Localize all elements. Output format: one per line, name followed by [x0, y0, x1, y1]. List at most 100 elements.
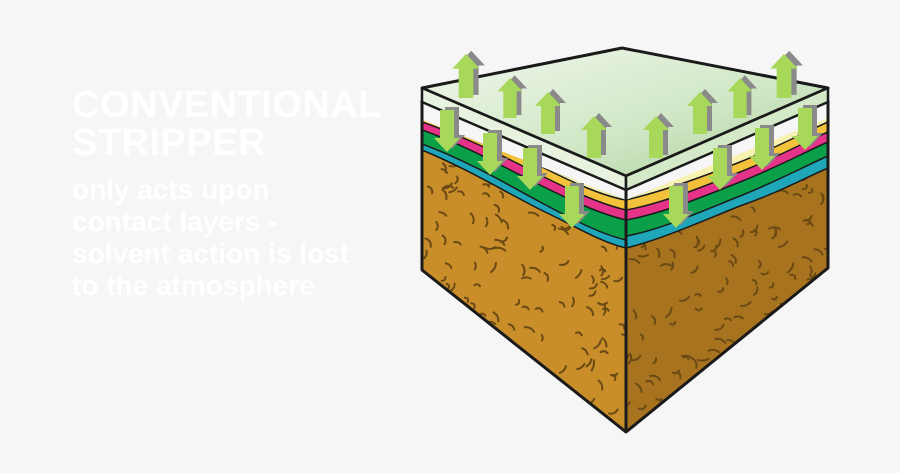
soil-speckle [669, 321, 677, 326]
soil-speckle [436, 367, 446, 372]
soil-speckle [783, 414, 790, 422]
arrow-body [535, 92, 561, 134]
soil-speckle [478, 417, 483, 426]
soil-speckle [497, 341, 505, 348]
soil-speckle [771, 295, 778, 301]
soil-speckle [750, 382, 762, 387]
arrow-body [687, 92, 713, 134]
soil-speckle [440, 275, 447, 282]
soil-speckle [441, 188, 448, 201]
soil-speckle [534, 307, 544, 313]
arrow-down-icon [663, 183, 694, 228]
arrow-body [770, 53, 798, 98]
soil-speckle [674, 422, 685, 430]
arrow-body [643, 116, 669, 158]
soil-speckle [653, 423, 661, 432]
soil-speckle [730, 215, 742, 222]
soil-speckle [599, 280, 609, 289]
arrows-group [434, 50, 823, 228]
soil-speckle [789, 416, 795, 424]
arrow-body [663, 186, 689, 228]
soil-speckle [585, 358, 593, 368]
soil-speckle [598, 268, 607, 273]
soil-speckle [728, 260, 734, 268]
soil-speckle [802, 399, 815, 403]
soil-speckle [627, 352, 633, 364]
soil-speckle [519, 402, 526, 412]
soil-speckle [717, 287, 725, 293]
soil-speckle [556, 405, 565, 411]
soil-speckle [639, 333, 645, 341]
soil-speckle [543, 272, 550, 282]
soil-speckle [440, 168, 449, 174]
arrow-down-icon [434, 107, 465, 152]
soil-speckle [581, 347, 589, 356]
soil-speckle [473, 261, 477, 271]
soil-speckle [478, 367, 483, 375]
soil-speckle [750, 206, 756, 213]
arrow-up-icon [687, 89, 718, 134]
soil-speckle [608, 408, 619, 415]
soil-speckle [672, 424, 681, 428]
soil-speckle [730, 254, 737, 264]
soil-speckle [714, 337, 727, 344]
soil-speckle [444, 352, 452, 358]
soil-speckle [786, 262, 795, 274]
soil-speckle [757, 260, 762, 269]
soil-speckle [822, 311, 828, 320]
soil-speckle [714, 323, 725, 331]
soil-speckle [814, 309, 821, 320]
soil-speckle [733, 315, 744, 320]
soil-speckle [768, 282, 775, 289]
soil-speckle [593, 339, 602, 350]
arrow-body [434, 110, 460, 152]
soil-speckle [670, 261, 675, 271]
soil-speckle [590, 275, 595, 284]
soil-speckle [514, 298, 521, 306]
soil-speckle [558, 365, 568, 374]
soil-speckle [725, 277, 729, 285]
soil-speckle [529, 266, 541, 273]
soil-speckle [804, 214, 813, 222]
soil-speckle [495, 402, 503, 414]
soil-speckle [772, 376, 785, 383]
arrow-down-icon [517, 145, 548, 190]
soil-speckle [473, 283, 481, 288]
soil-speckle [433, 363, 437, 373]
soil-speckle [436, 356, 441, 367]
title-line-2: STRIPPER [72, 122, 267, 164]
soil-speckle [541, 156, 546, 165]
soil-speckle [795, 365, 807, 370]
description-line-1: only acts upon [72, 174, 270, 205]
soil-speckle [760, 271, 770, 276]
soil-speckle [442, 371, 451, 376]
soil-speckle [562, 418, 568, 427]
soil-speckle [749, 224, 759, 234]
soil-speckle [480, 322, 485, 333]
soil-speckle [558, 301, 566, 308]
soil-speckle [600, 245, 608, 252]
soil-speckle [512, 416, 521, 423]
soil-speckle [713, 250, 717, 258]
soil-speckle [520, 276, 532, 280]
soil-speckle [626, 353, 630, 362]
soil-speckle [464, 322, 473, 328]
block-outline [420, 100, 830, 434]
soil-speckle [493, 246, 507, 252]
soil-speckle [458, 337, 467, 348]
soil-speckle [555, 168, 566, 172]
arrow-up-icon [452, 50, 485, 98]
soil-speckle [475, 322, 482, 327]
soil-speckle [783, 341, 792, 351]
soil-speckle [777, 240, 789, 248]
soil-speckle [730, 405, 738, 416]
soil-speckle [454, 175, 459, 185]
arrow-body [559, 186, 585, 228]
soil-speckle [792, 193, 803, 198]
soil-speckle [602, 304, 607, 316]
top-sheet [420, 46, 830, 192]
soil-speckle [626, 401, 632, 407]
soil-speckle [435, 220, 439, 232]
soil-speckle [560, 226, 572, 232]
